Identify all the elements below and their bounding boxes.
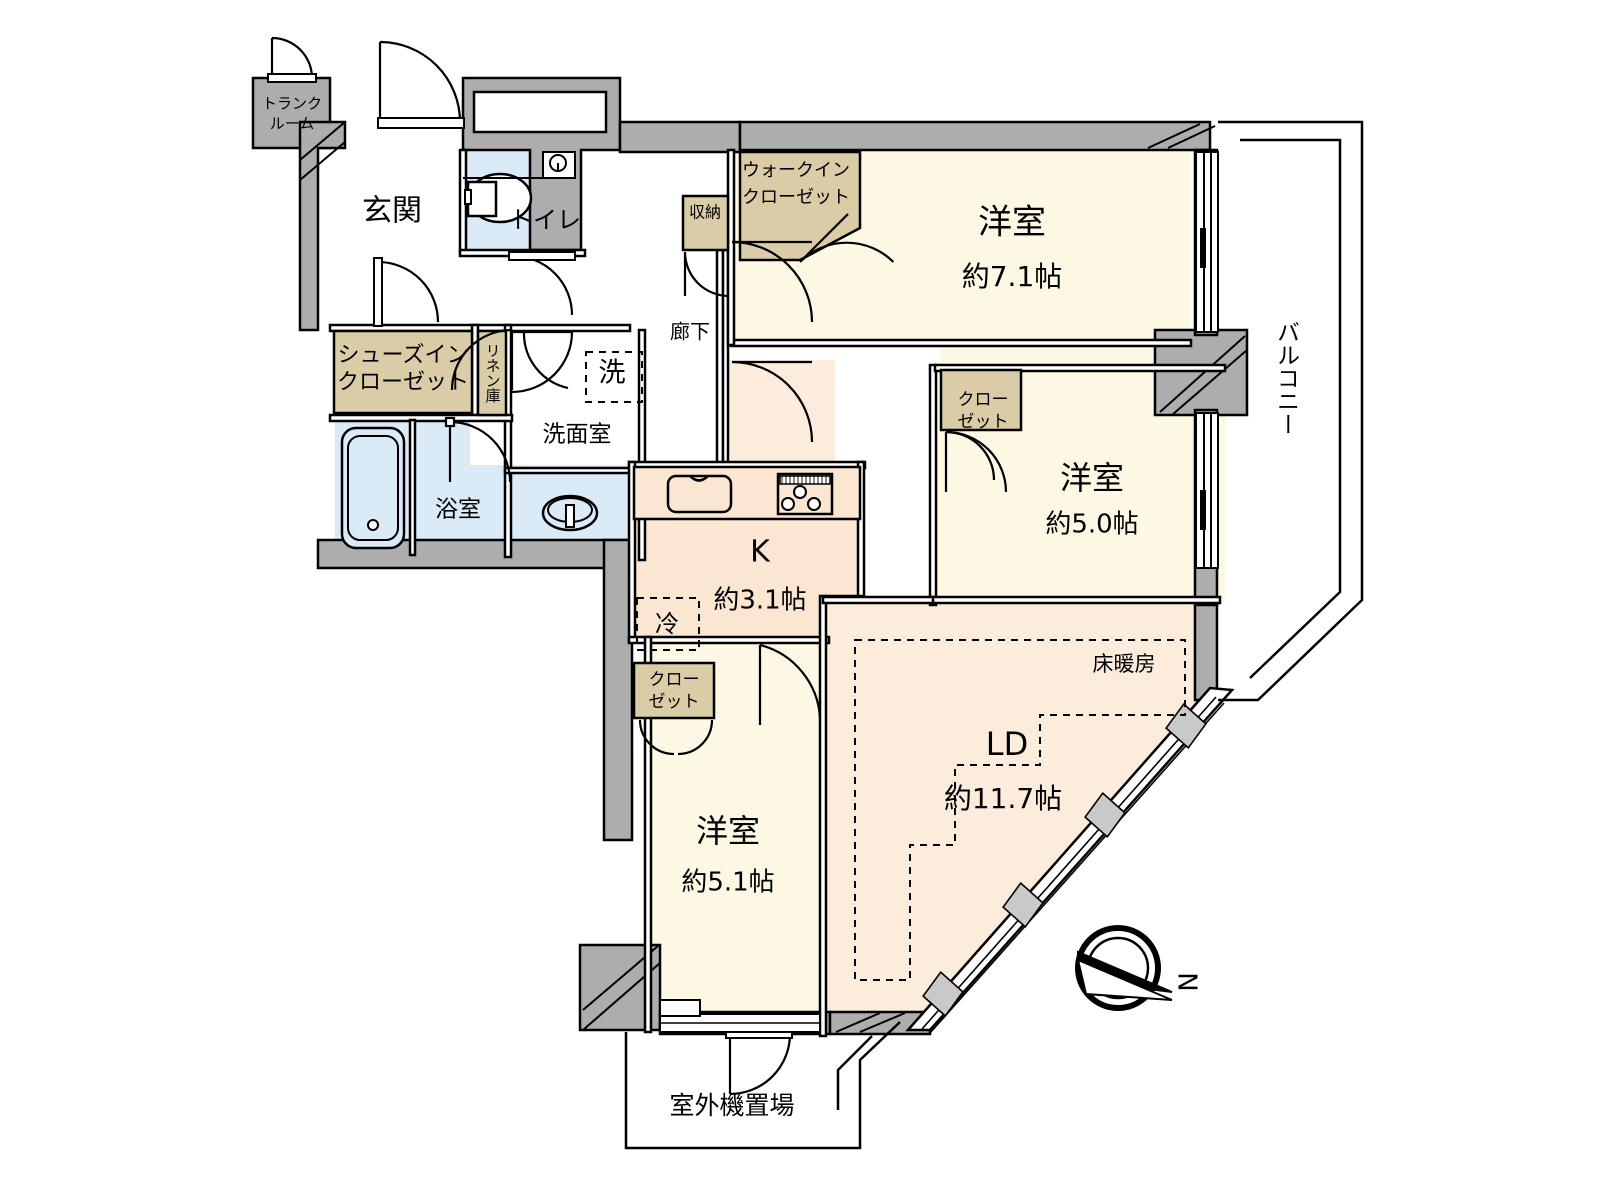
- bedroom2-area-label: 約5.0帖: [1045, 510, 1138, 540]
- bedroom2-closet-label-line2: ゼット: [958, 412, 1009, 432]
- compass-rose: N: [1075, 925, 1202, 1011]
- ld-name-label: LD: [986, 725, 1028, 763]
- washroom-label: 洗面室: [543, 422, 612, 448]
- kitchen-sink-icon: [666, 474, 733, 514]
- fridge-space-label: 冷: [655, 610, 679, 638]
- compass-north-label: N: [1172, 972, 1202, 991]
- genkan-fill: [320, 140, 470, 330]
- ld-bay-wall: [905, 686, 1235, 1034]
- storage-label: 収納: [689, 203, 721, 222]
- sliding-door-bedroom2: [1195, 412, 1219, 569]
- windows: [472, 90, 1219, 1033]
- corridor-label-line1: 廊下: [670, 320, 710, 344]
- trunk-room-label-line1: トランク: [262, 95, 322, 113]
- bedroom2-closet-label-line1: クロー: [958, 390, 1009, 410]
- linen-closet-box: [476, 329, 508, 417]
- bedroom2-closet-box: [939, 368, 1023, 432]
- linen-closet-label: リネン庫: [484, 343, 502, 403]
- bedroom3-closet-label-line2: ゼット: [649, 692, 700, 712]
- wall-hatching: [299, 121, 1248, 1033]
- bedroom3-area-label: 約5.1帖: [681, 868, 774, 898]
- bedroom2-name-label: 洋室: [1060, 459, 1124, 497]
- kitchen-area-label: 約3.1帖: [713, 586, 806, 616]
- shoes-in-closet-label-line2: クローゼット: [337, 370, 469, 395]
- shoes-in-closet-box: [332, 329, 474, 415]
- doors: [267, 36, 1008, 1096]
- bath-label: 浴室: [435, 497, 481, 523]
- outdoor-unit-label: 室外機置場: [669, 1091, 794, 1120]
- walk-in-closet-label-line1: ウォークイン: [742, 160, 850, 181]
- storage-box: [681, 194, 730, 252]
- meter-box-window: [472, 90, 608, 134]
- bedroom3-name-label: 洋室: [696, 812, 760, 850]
- fridge-space: [636, 597, 700, 651]
- trunk-room-label-line2: ルーム: [270, 115, 315, 133]
- balcony-label: バルコニー: [1273, 321, 1300, 436]
- genkan-label: 玄関: [362, 194, 422, 229]
- bedroom1-area-label: 約7.1帖: [962, 260, 1063, 293]
- fixtures: [340, 151, 834, 550]
- bedroom3-closet-box: [632, 661, 716, 720]
- window-bedroom3: [659, 1013, 821, 1033]
- floor-heating-zone: [854, 639, 1186, 981]
- toilet-label: トイレ: [509, 206, 581, 234]
- bedroom3-closet-label-line1: クロー: [649, 670, 700, 690]
- outdoor-unit-outline: [624, 1021, 901, 1150]
- shoes-in-closet-label-line1: シューズイン: [338, 343, 469, 368]
- floor-heating-label: 床暖房: [1093, 652, 1156, 676]
- kitchen-name-label: K: [750, 535, 771, 570]
- sliding-door-bedroom1: [1195, 151, 1219, 333]
- bedroom1-name-label: 洋室: [978, 203, 1046, 243]
- walk-in-closet-label-line2: クローゼット: [742, 187, 850, 208]
- room-labels: トランク ルーム 玄関 トイレ シューズイン クローゼット リネン庫 洗 洗面室…: [262, 95, 1299, 1121]
- balcony-outline: [1218, 120, 1364, 702]
- ld-area-label: 約11.7帖: [944, 782, 1062, 815]
- ld-corridor-fill: [720, 360, 835, 470]
- washer-space-label: 洗: [599, 358, 626, 389]
- dashed-zones: [585, 351, 1186, 981]
- washer-space: [585, 351, 643, 403]
- toilet-tank-icon: [466, 180, 498, 218]
- ld-fill: [823, 600, 1210, 1030]
